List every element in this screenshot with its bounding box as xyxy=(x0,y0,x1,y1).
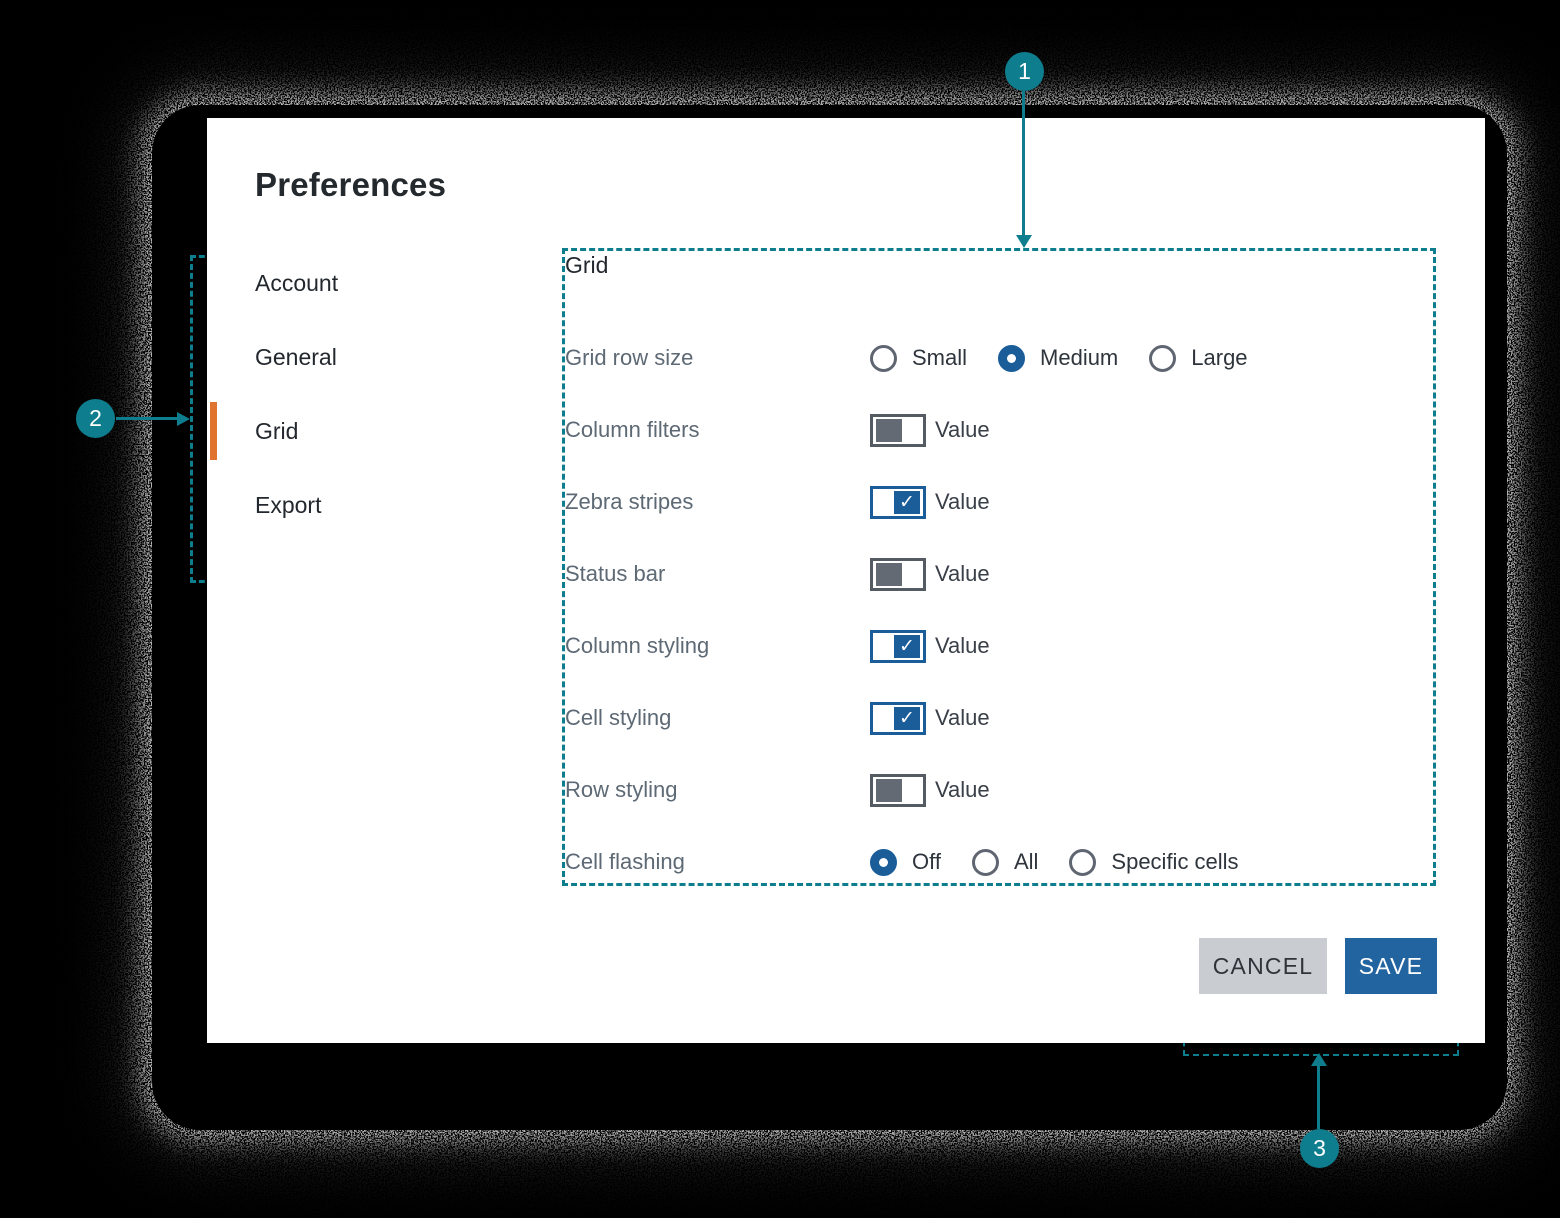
radio-option-large[interactable]: Large xyxy=(1149,344,1248,372)
setting-row-grid-row-size: Grid row size Small Medium Large xyxy=(565,322,1445,394)
radio-icon xyxy=(1149,344,1177,372)
callout-arrow-1 xyxy=(1022,91,1025,235)
toggle-value-label: Value xyxy=(935,777,990,802)
toggle-row-styling[interactable] xyxy=(870,773,926,807)
callout-number: 3 xyxy=(1313,1135,1326,1161)
radio-icon xyxy=(870,344,897,372)
radio-label: Specific cells xyxy=(1111,849,1239,874)
radio-option-off[interactable]: Off xyxy=(870,848,941,876)
radio-label: Off xyxy=(912,849,941,874)
setting-label: Row styling xyxy=(565,777,678,802)
sidebar-item-grid[interactable]: Grid xyxy=(207,394,537,468)
callout-circle-1: 1 xyxy=(1005,52,1044,91)
radio-option-specific-cells[interactable]: Specific cells xyxy=(1069,848,1239,876)
sidebar-item-label: Grid xyxy=(255,417,299,444)
toggle-cell-styling[interactable]: ✓ xyxy=(870,701,926,735)
toggle-status-bar[interactable] xyxy=(870,557,926,591)
setting-control: ✓ Value xyxy=(870,701,990,735)
callout-number: 1 xyxy=(1018,58,1031,84)
callout-circle-2: 2 xyxy=(76,399,115,438)
setting-label: Column filters xyxy=(565,417,700,442)
setting-control: ✓ Value xyxy=(870,629,990,663)
setting-row-column-styling: Column styling ✓ Value xyxy=(565,610,1445,682)
sidebar-item-label: General xyxy=(255,343,337,370)
dialog-title: Preferences xyxy=(255,166,447,203)
sidebar-item-general[interactable]: General xyxy=(207,320,537,394)
toggle-knob xyxy=(876,418,902,442)
radio-option-all[interactable]: All xyxy=(971,848,1039,876)
setting-row-row-styling: Row styling Value xyxy=(565,754,1445,826)
callout-arrowhead-1 xyxy=(1016,235,1032,248)
setting-control: Value xyxy=(870,557,990,591)
setting-label: Column styling xyxy=(565,633,710,658)
callout-arrowhead-2 xyxy=(177,412,190,426)
radio-icon xyxy=(998,344,1026,372)
setting-row-status-bar: Status bar Value xyxy=(565,538,1445,610)
toggle-value-label: Value xyxy=(935,489,990,514)
toggle-value-label: Value xyxy=(935,633,990,658)
setting-control: ✓ Value xyxy=(870,485,990,519)
sidebar-item-label: Account xyxy=(255,269,339,296)
setting-row-zebra-stripes: Zebra stripes ✓ Value xyxy=(565,466,1445,538)
setting-label: Cell flashing xyxy=(565,849,685,874)
toggle-zebra-stripes[interactable]: ✓ xyxy=(870,485,926,519)
sidebar-item-export[interactable]: Export xyxy=(207,468,537,542)
callout-number: 2 xyxy=(89,405,102,431)
save-button[interactable]: SAVE xyxy=(1345,938,1437,994)
radio-icon xyxy=(870,848,897,876)
callout-arrow-3 xyxy=(1317,1066,1320,1129)
setting-label: Grid row size xyxy=(565,345,694,370)
check-icon: ✓ xyxy=(894,706,920,730)
cancel-button[interactable]: CANCEL xyxy=(1199,938,1327,994)
radio-icon xyxy=(971,848,999,876)
selected-indicator xyxy=(210,402,217,460)
sidebar-item-label: Export xyxy=(255,491,322,518)
setting-row-cell-flashing: Cell flashing Off All Specific cells xyxy=(565,826,1445,898)
radio-label: Large xyxy=(1191,345,1248,370)
setting-control: Value xyxy=(870,773,990,807)
setting-row-column-filters: Column filters Value xyxy=(565,394,1445,466)
check-icon: ✓ xyxy=(894,634,920,658)
radio-label: Medium xyxy=(1040,345,1119,370)
toggle-column-styling[interactable]: ✓ xyxy=(870,629,926,663)
setting-control: Small Medium Large xyxy=(870,344,1279,372)
toggle-knob xyxy=(876,562,902,586)
check-icon: ✓ xyxy=(894,490,920,514)
action-buttons: CANCEL SAVE xyxy=(1199,938,1437,994)
callout-arrow-2 xyxy=(116,417,177,420)
setting-control: Off All Specific cells xyxy=(870,848,1270,876)
annotation-region-grid-panel xyxy=(562,248,1436,886)
toggle-knob xyxy=(876,778,902,802)
setting-label: Status bar xyxy=(565,561,666,586)
toggle-value-label: Value xyxy=(935,561,990,586)
radio-icon xyxy=(1069,848,1097,876)
setting-control: Value xyxy=(870,413,990,447)
callout-circle-3: 3 xyxy=(1300,1129,1339,1168)
sidebar-item-account[interactable]: Account xyxy=(207,246,537,320)
toggle-value-label: Value xyxy=(935,417,990,442)
setting-label: Cell styling xyxy=(565,705,672,730)
toggle-value-label: Value xyxy=(935,705,990,730)
radio-option-small[interactable]: Small xyxy=(870,344,968,372)
setting-label: Zebra stripes xyxy=(565,489,694,514)
panel-heading: Grid xyxy=(565,252,609,278)
setting-row-cell-styling: Cell styling ✓ Value xyxy=(565,682,1445,754)
radio-label: All xyxy=(1013,849,1039,874)
radio-label: Small xyxy=(912,345,968,370)
callout-arrowhead-3 xyxy=(1311,1053,1327,1066)
radio-option-medium[interactable]: Medium xyxy=(998,344,1119,372)
toggle-column-filters[interactable] xyxy=(870,413,926,447)
